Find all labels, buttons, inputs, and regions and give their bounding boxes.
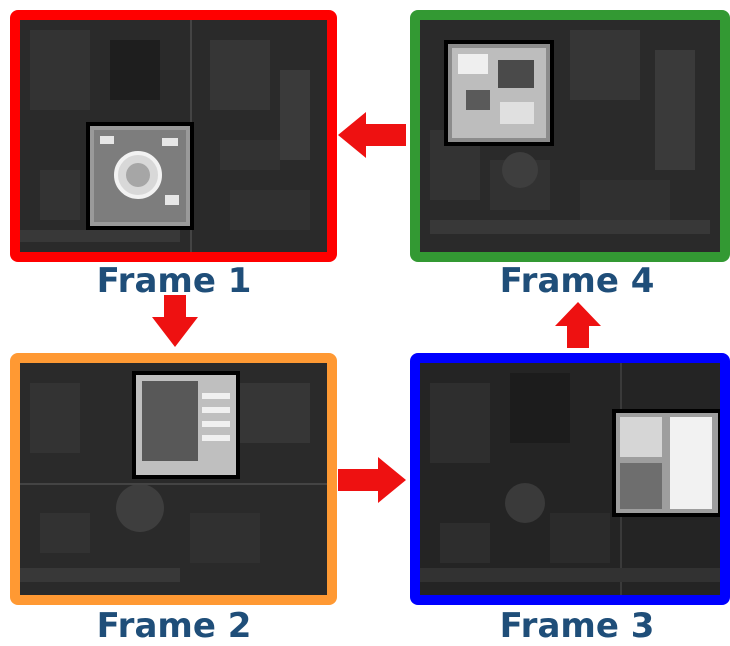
frame-4-circuit-image [420,20,720,252]
frame-3-circuit-image [420,363,720,595]
frame-4-panel [410,10,730,262]
frame-3-label: Frame 3 [499,606,655,646]
frame-1-label: Frame 1 [96,261,252,301]
arrow-left-icon [338,112,406,158]
frame-4-label: Frame 4 [499,261,655,301]
arrow-down-icon [152,295,198,347]
arrow-up-icon [555,302,601,348]
frame-2-panel [10,353,337,605]
frame-2-label: Frame 2 [96,606,252,646]
frame-3-panel [410,353,730,605]
arrow-right-icon [338,457,406,503]
frame-2-circuit-image [20,363,327,595]
frame-1-circuit-image [20,20,327,252]
frame-1-panel [10,10,337,262]
